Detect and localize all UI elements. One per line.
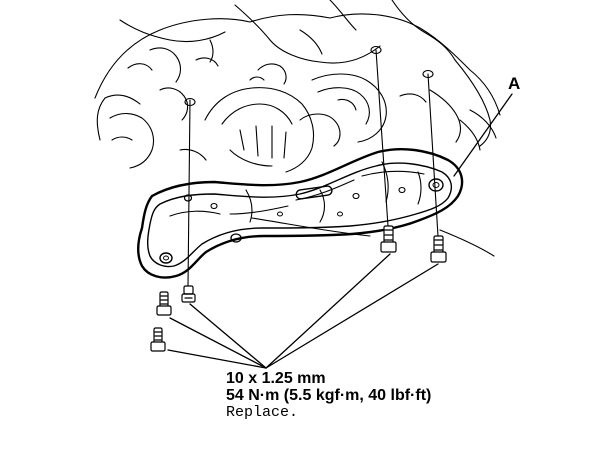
bolt-size-text: 10 x 1.25 mm — [226, 370, 326, 387]
torque-callout: 10 x 1.25 mm 54 N·m (5.5 kgf·m, 40 lbf·f… — [226, 370, 431, 421]
bolt-1 — [181, 285, 196, 303]
part-label-a: A — [508, 74, 521, 93]
crossmember-brace — [137, 147, 464, 279]
bolt-2 — [380, 225, 397, 253]
bolt-3 — [430, 235, 447, 263]
leader-lines — [167, 93, 513, 369]
torque-spec-text: 54 N·m (5.5 kgf·m, 40 lbf·ft) — [226, 387, 432, 404]
bolt-4 — [156, 291, 172, 316]
bolt-axes — [184, 45, 439, 287]
engine-background — [94, 0, 501, 257]
replace-note: Replace. — [226, 404, 299, 421]
bolt-5 — [150, 327, 166, 352]
